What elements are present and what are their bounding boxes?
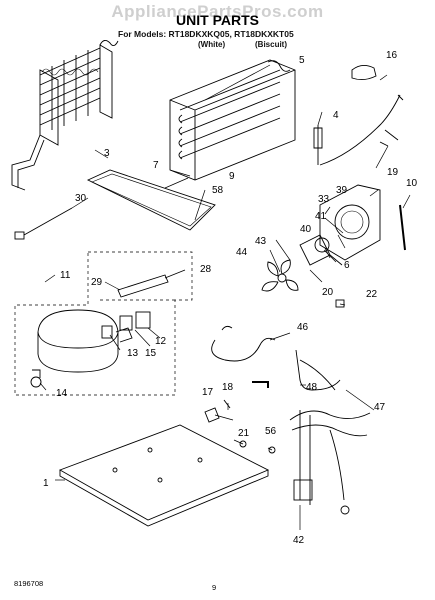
callout-14: 14 [56,388,68,399]
variant-white-label: (White) [198,40,226,49]
rod-drawing [399,204,406,251]
base-plate-drawing [58,424,270,527]
callout-41: 41 [315,211,327,222]
screw-56-drawing [268,446,276,454]
leader-lines [39,64,411,530]
callout-15: 15 [145,348,157,359]
watermark: AppliancePartsPros.com [111,2,324,21]
callout-56: 56 [265,426,277,437]
fan-shroud-drawing [299,184,381,266]
wire-plug-drawing [14,207,73,240]
callout-3: 3 [104,148,110,159]
callout-44: 44 [236,247,248,258]
callout-19: 19 [387,167,399,178]
page-title: UNIT PARTS [176,12,259,28]
callout-29: 29 [91,277,103,288]
callout-47: 47 [374,402,386,413]
drain-pan-drawing [86,169,216,231]
control-parts-drawing [313,65,404,166]
variant-biscuit-label: (Biscuit) [255,40,287,49]
callout-40: 40 [300,224,312,235]
page-number: 9 [212,583,217,592]
callout-22: 22 [366,289,378,300]
callout-13: 13 [127,348,139,359]
start-relay-drawing [117,269,186,298]
condenser-coil-drawing [11,40,119,191]
callout-43: 43 [255,236,267,247]
callout-1: 1 [43,478,49,489]
screw-21-drawing [239,440,247,448]
callout-5: 5 [299,55,305,66]
callout-7: 7 [153,160,159,171]
callout-16: 16 [386,50,398,61]
callout-10: 10 [406,178,418,189]
callout-28: 28 [200,264,212,275]
callout-4: 4 [333,110,339,121]
clip-drawing [335,299,345,308]
relay-parts-drawing [101,311,151,339]
tubing-drawing [211,325,341,391]
callout-9: 9 [229,171,235,182]
callout-6: 6 [344,260,350,271]
grommet-drawing [204,399,231,423]
callout-12: 12 [155,336,167,347]
callout-33: 33 [318,194,330,205]
callout-18: 18 [222,382,234,393]
callout-46: 46 [297,322,309,333]
callout-39: 39 [336,185,348,196]
callout-11: 11 [60,270,71,281]
callout-17: 17 [202,387,214,398]
callout-58: 58 [212,185,224,196]
compressor-kit-outline [14,251,193,396]
callout-21: 21 [238,428,250,439]
callout-48: 48 [306,382,318,393]
callout-labels: 1 3 4 5 6 7 9 10 11 12 13 14 15 16 17 18… [43,50,418,546]
document-number: 8196708 [14,579,44,588]
fan-blade-drawing [261,259,299,292]
callout-20: 20 [322,287,334,298]
model-numbers: For Models: RT18DKXKQ05, RT18DKXKT05 [118,29,294,39]
wire-harness-drawing [289,410,371,515]
compressor-drawing [30,309,133,388]
evaporator-assembly-drawing [169,59,296,181]
callout-30: 30 [75,193,87,204]
callout-42: 42 [293,535,305,546]
